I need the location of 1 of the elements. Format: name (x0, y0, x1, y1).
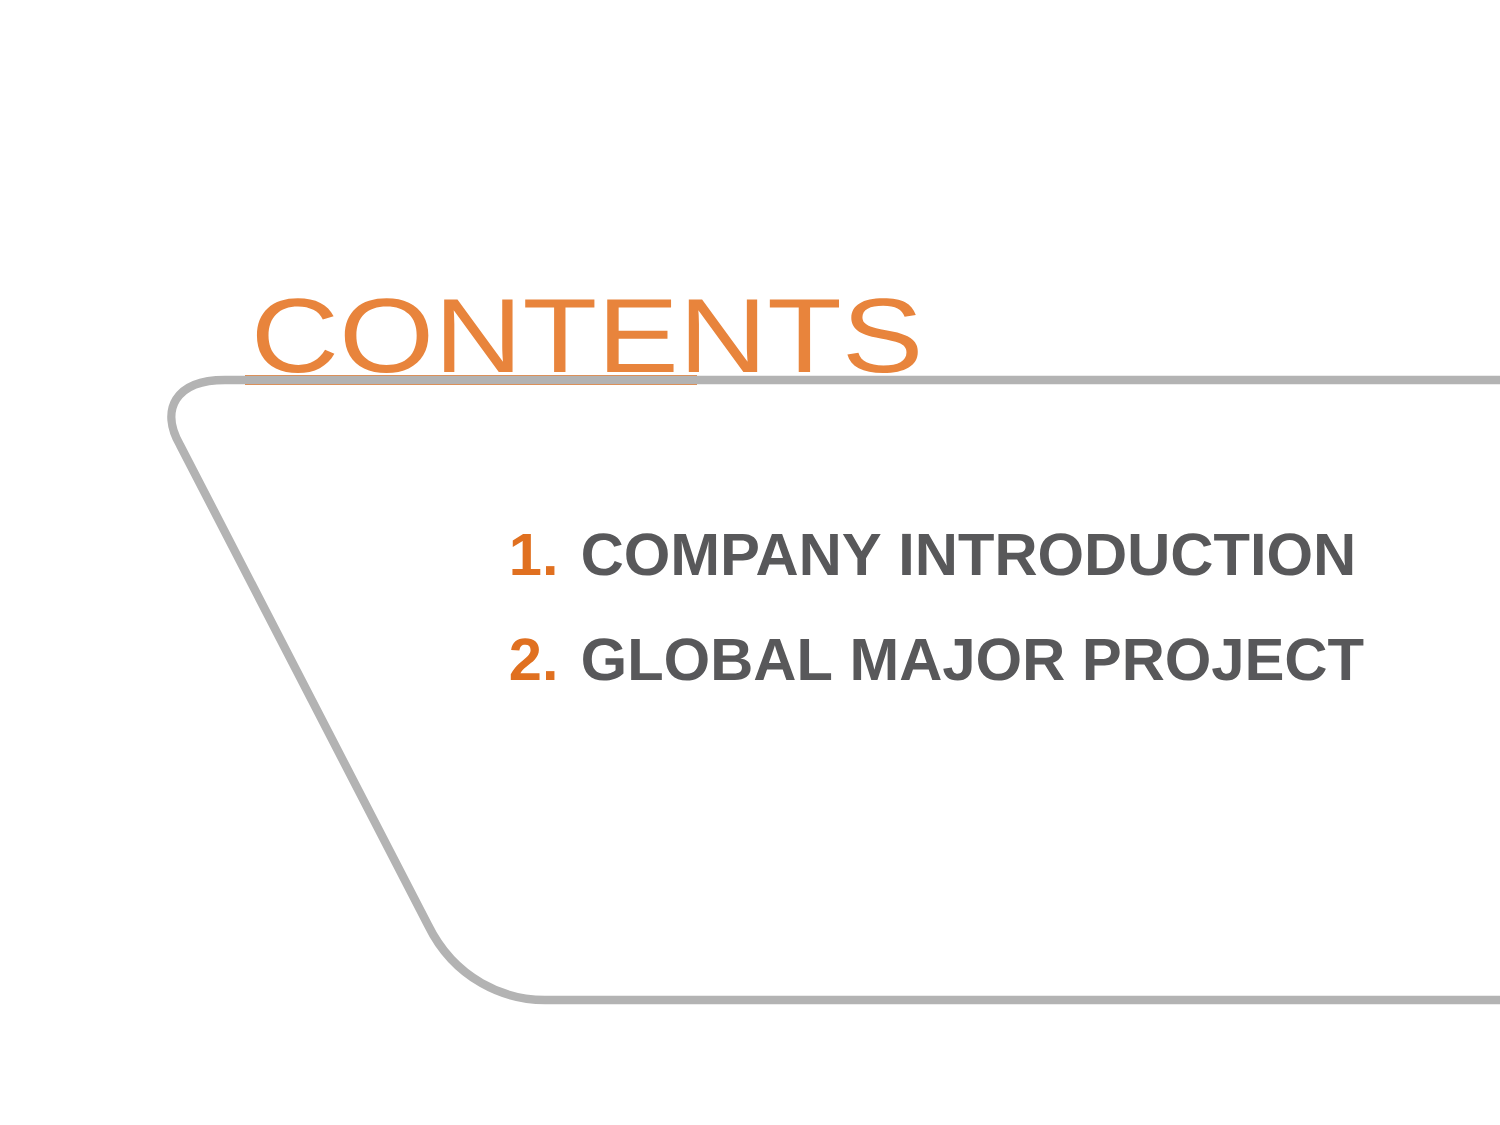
title: CONTENTS (245, 298, 918, 385)
